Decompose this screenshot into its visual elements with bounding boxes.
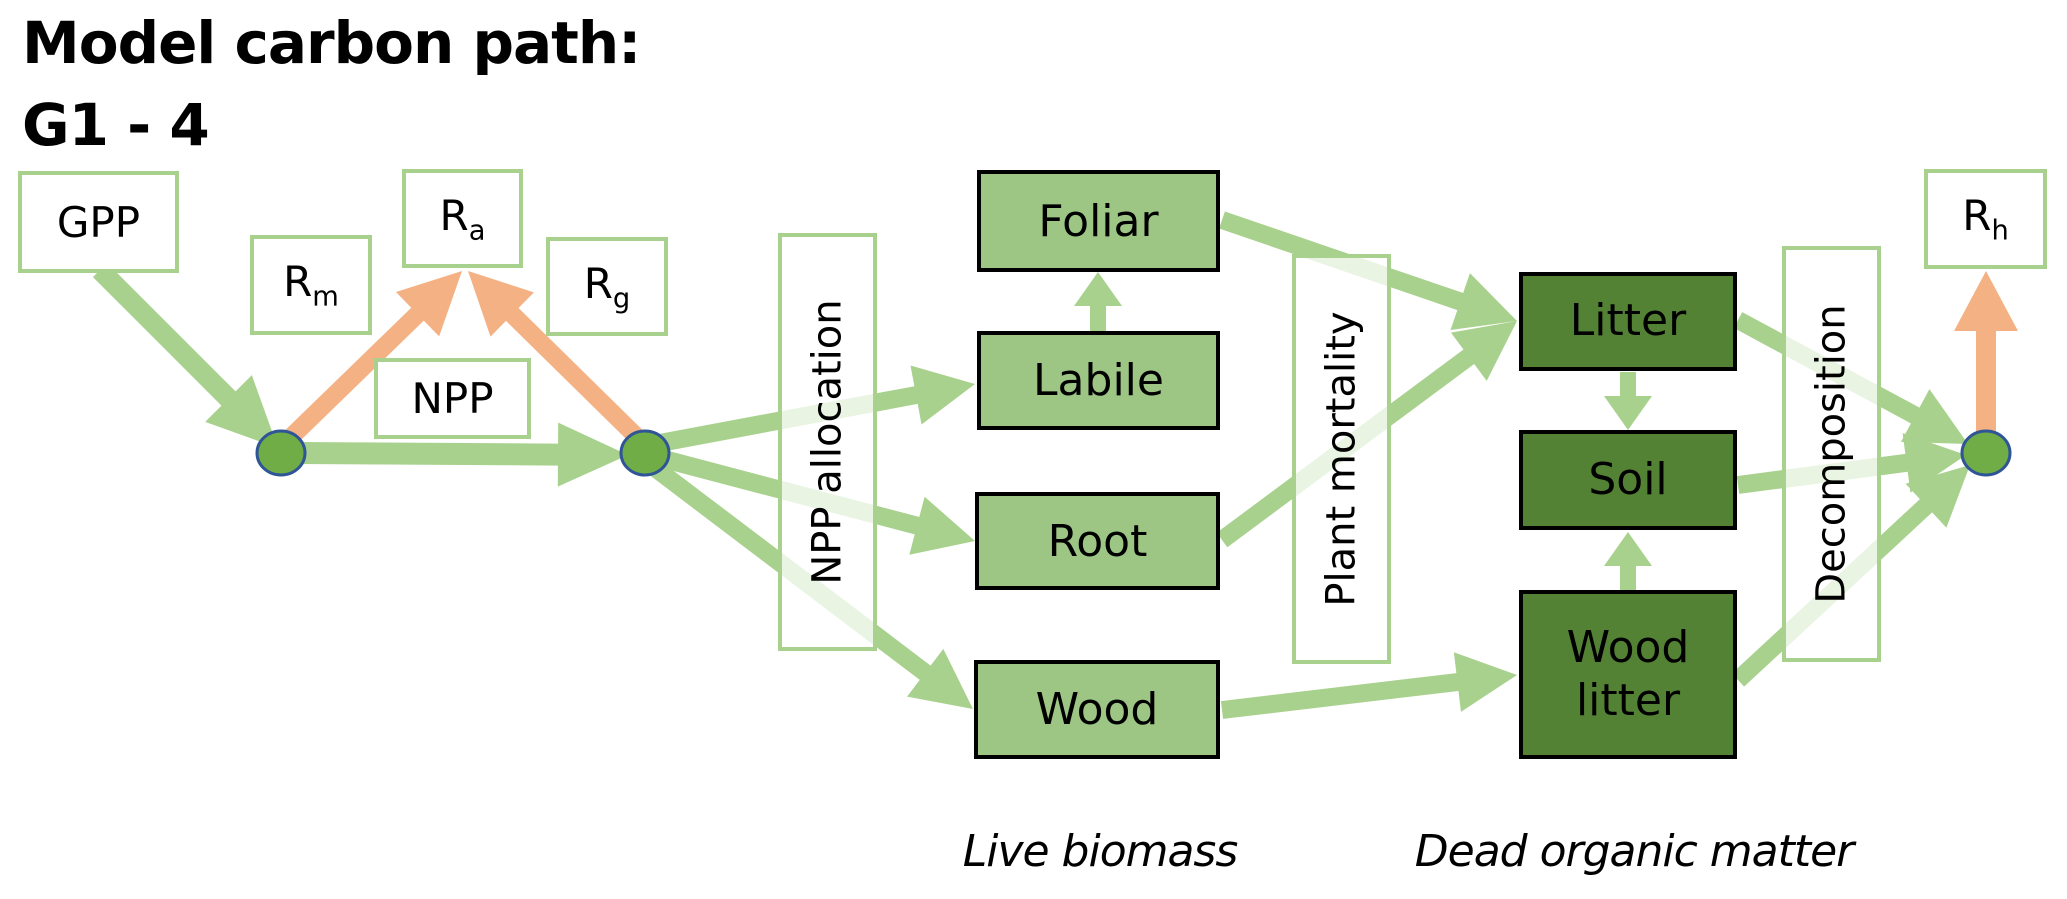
rh-label: Rh	[1962, 191, 2009, 247]
arrow-labile-to-foliar	[1074, 272, 1122, 331]
rg-label: Rg	[583, 258, 631, 315]
gpp-label: GPP	[56, 197, 141, 247]
pool-labile: Labile	[977, 331, 1220, 430]
pool-soil: Soil	[1519, 430, 1737, 530]
pool-wood-litter-label-1: Wood	[1566, 621, 1690, 673]
pool-root: Root	[975, 492, 1220, 590]
ra-box: Ra	[402, 169, 523, 268]
pool-litter-label: Litter	[1569, 295, 1687, 347]
plant-mortality-box: Plant mortality	[1292, 254, 1391, 664]
title-line-2: G1 - 4	[22, 91, 210, 159]
pool-foliar: Foliar	[977, 170, 1220, 272]
pool-soil-label: Soil	[1588, 453, 1668, 505]
rg-box: Rg	[546, 237, 668, 336]
arrow-litter-to-soil	[1604, 372, 1652, 430]
arrow-node1-to-node2	[294, 422, 628, 487]
pool-labile-label: Labile	[1033, 355, 1164, 406]
npp-allocation-label: NPP allocation	[804, 299, 851, 585]
ra-label: Ra	[439, 190, 486, 247]
rm-box: Rm	[250, 235, 372, 335]
title-line-1: Model carbon path:	[22, 9, 641, 77]
pool-root-label: Root	[1047, 515, 1148, 567]
rm-label: Rm	[283, 257, 339, 313]
arrow-node2-to-ra	[468, 271, 647, 447]
npp-box: NPP	[374, 358, 531, 439]
pool-litter: Litter	[1519, 272, 1737, 371]
arrow-wood-litter-to-soil	[1604, 532, 1652, 590]
npp-label: NPP	[411, 374, 494, 423]
caption-dead-organic-matter: Dead organic matter	[1414, 826, 1855, 877]
decomposition-box: Decomposition	[1782, 246, 1881, 662]
pool-wood: Wood	[974, 660, 1220, 759]
npp-allocation-box: NPP allocation	[778, 233, 877, 651]
gpp-box: GPP	[18, 171, 179, 273]
arrow-node1-to-ra	[281, 271, 462, 447]
arrow-gpp-to-node1	[92, 262, 279, 448]
pool-foliar-label: Foliar	[1038, 195, 1159, 247]
rh-box: Rh	[1924, 169, 2047, 269]
pool-wood-label: Wood	[1035, 684, 1159, 735]
decomposition-label: Decomposition	[1808, 304, 1855, 604]
plant-mortality-label: Plant mortality	[1318, 311, 1365, 607]
pool-wood-litter: Wood litter	[1519, 590, 1737, 759]
arrow-wood-to-wood-litter	[1220, 652, 1517, 719]
pool-wood-litter-label-2: litter	[1575, 674, 1681, 726]
caption-live-biomass: Live biomass	[962, 826, 1239, 877]
